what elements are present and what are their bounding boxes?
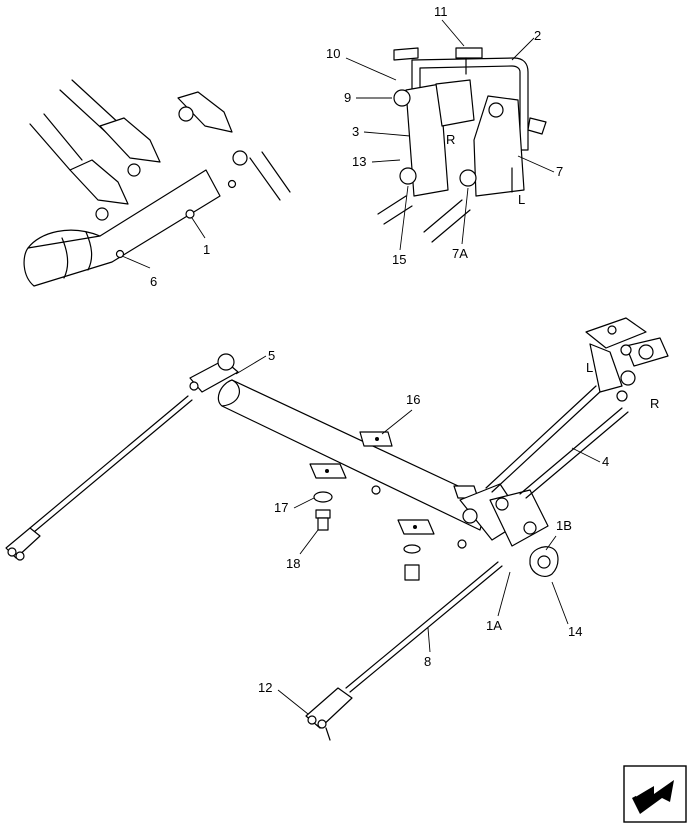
callout-11: 11 — [434, 4, 448, 19]
callout-13: 13 — [352, 154, 366, 169]
detail-view-bracket: 11 2 10 9 3 R 13 7 L 15 7A — [326, 4, 563, 267]
callout-9: 9 — [344, 90, 351, 105]
callout-3: 3 — [352, 124, 359, 139]
main-assembly-view: 5 L R 16 4 17 18 1B 1A 14 8 12 — [5, 317, 669, 741]
callout-6: 6 — [150, 274, 157, 289]
callout-8: 8 — [424, 654, 431, 669]
detail-view-left: 1 6 — [23, 79, 291, 289]
label-R-inset: R — [446, 132, 455, 147]
label-R-main: R — [650, 396, 659, 411]
callout-16: 16 — [406, 392, 420, 407]
callout-17: 17 — [274, 500, 288, 515]
callout-4: 4 — [602, 454, 609, 469]
callout-5: 5 — [268, 348, 275, 363]
label-L-main: L — [586, 360, 593, 375]
callout-18: 18 — [286, 556, 300, 571]
next-page-arrow-icon[interactable] — [623, 765, 687, 823]
callout-7: 7 — [556, 164, 563, 179]
callout-12: 12 — [258, 680, 272, 695]
callout-1A: 1A — [486, 618, 502, 633]
label-L-inset: L — [518, 192, 525, 207]
callout-2: 2 — [534, 28, 541, 43]
callout-10: 10 — [326, 46, 340, 61]
callout-1B: 1B — [556, 518, 572, 533]
callout-7A: 7A — [452, 246, 468, 261]
callout-15: 15 — [392, 252, 406, 267]
callout-1: 1 — [203, 242, 210, 257]
callout-14: 14 — [568, 624, 582, 639]
